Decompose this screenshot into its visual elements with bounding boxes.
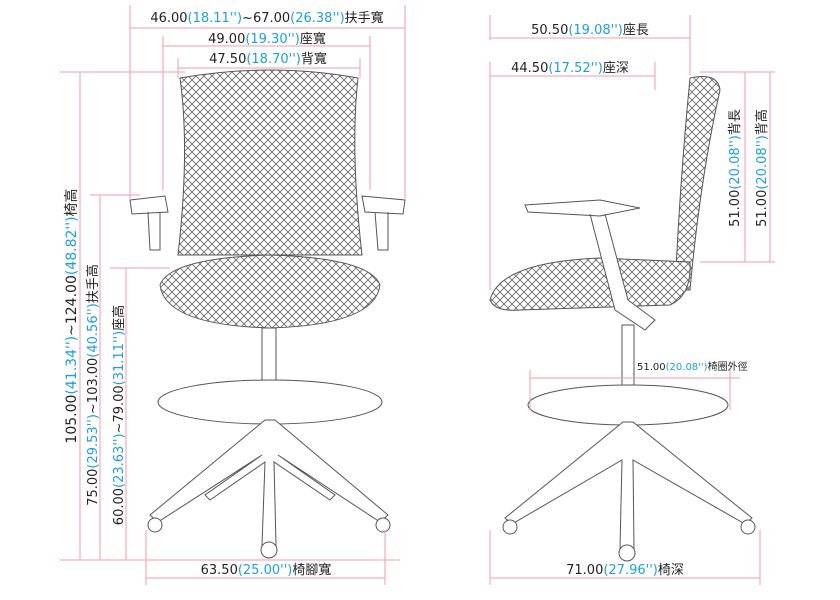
label-seat-depth: 44.50(17.52'')座深 <box>511 61 629 76</box>
label-back-height: 51.00(20.08'')背高 <box>754 109 770 227</box>
side-armrest <box>524 199 656 331</box>
side-casters <box>502 519 756 562</box>
front-casters <box>147 517 391 559</box>
label-chair-height: 105.00(41.34'')~124.00(48.82'')椅高 <box>63 188 80 443</box>
label-seat-length: 50.50(19.08'')座長 <box>531 23 649 38</box>
side-footring <box>527 384 729 426</box>
label-seat-width: 49.00(19.30'')座寬 <box>208 31 326 47</box>
side-backrest <box>674 76 721 291</box>
front-base <box>149 419 389 546</box>
front-backrest <box>177 69 363 256</box>
front-seat <box>159 254 381 329</box>
label-chair-depth: 71.00(27.96'')椅深 <box>566 563 684 578</box>
side-base <box>504 421 753 549</box>
label-footring-diameter: 51.00(20.08'')椅圈外徑 <box>637 360 748 373</box>
front-armrest-right <box>361 195 406 251</box>
label-seat-height: 60.00(23.63'')~79.00(31.11'')座高 <box>111 305 127 525</box>
front-footring <box>157 379 383 425</box>
label-armrest-height: 75.00(29.53'')~103.00(40.56'')扶手高 <box>85 264 101 506</box>
side-column <box>621 324 635 391</box>
label-armrest-width: 46.00(18.11'')~67.00(26.38'')扶手寬 <box>150 10 383 26</box>
label-back-length: 51.00(20.08'')背長 <box>728 109 743 227</box>
side-seat <box>489 257 691 311</box>
front-view-chair <box>129 69 406 559</box>
side-view-chair <box>489 76 756 562</box>
label-base-width: 63.50(25.00'')椅腳寬 <box>201 562 332 578</box>
front-armrest-left <box>129 195 169 251</box>
label-back-width: 47.50(18.70'')背寬 <box>209 51 327 67</box>
dimension-lines <box>60 5 775 585</box>
